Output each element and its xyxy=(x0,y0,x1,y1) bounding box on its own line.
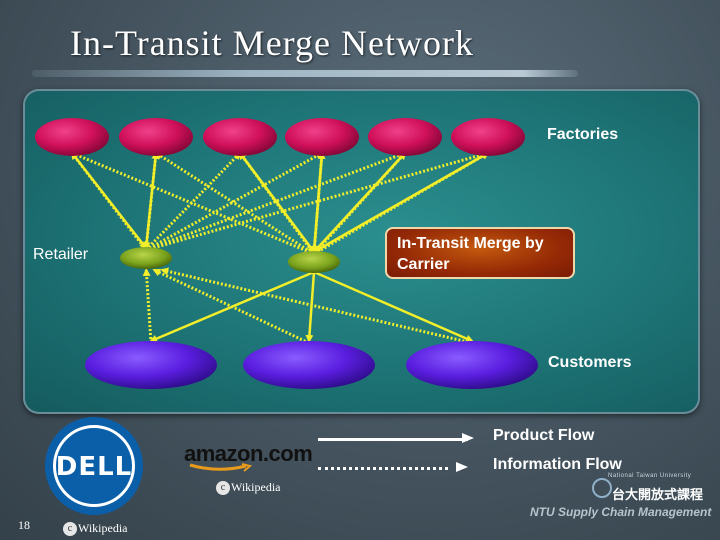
information-flow-arrow xyxy=(154,151,315,256)
information-flow-line xyxy=(318,467,448,470)
product-flow-arrow xyxy=(312,152,406,254)
dell-logo-ring xyxy=(53,425,135,507)
amazon-logo-text: amazon.com xyxy=(184,441,313,466)
wikipedia-icon: c xyxy=(216,481,230,496)
wikipedia-icon: c xyxy=(63,522,77,537)
product-flow-arrow xyxy=(142,152,158,250)
product-flow-arrow xyxy=(71,152,148,250)
retailer-label: Retailer xyxy=(33,246,89,263)
in-transit-merge-node xyxy=(288,251,340,273)
dell-logo: DELL xyxy=(48,420,140,512)
ntu-university-name: National Taiwan University xyxy=(608,473,692,479)
factory-node xyxy=(368,118,442,156)
product-flow-arrow xyxy=(305,271,316,343)
information-flow-arrow xyxy=(142,268,153,344)
title-underline xyxy=(32,70,578,77)
factory-node xyxy=(119,118,193,156)
information-flow-arrowhead xyxy=(456,462,468,472)
factory-node xyxy=(35,118,109,156)
customers-label: Customers xyxy=(548,354,632,371)
merge-callout-line2: Carrier xyxy=(397,256,450,273)
course-name-footer: NTU Supply Chain Management xyxy=(530,505,712,519)
amazon-smile-icon xyxy=(189,463,253,472)
slide-title: In-Transit Merge Network xyxy=(70,23,474,63)
ntu-emblem-icon xyxy=(592,478,612,498)
information-flow-arrow xyxy=(160,267,473,345)
product-flow-label: Product Flow xyxy=(493,427,595,444)
customer-node xyxy=(406,341,538,389)
dell-logo-text: DELL xyxy=(55,452,133,482)
information-flow-arrow xyxy=(145,151,324,252)
amazon-logo: amazon.com xyxy=(184,441,313,472)
information-flow-arrow xyxy=(144,151,242,252)
factory-node xyxy=(285,118,359,156)
page-number: 18 xyxy=(18,518,30,532)
ntu-open-course-name: 台大開放式課程 xyxy=(612,488,704,503)
wikipedia-credit-2-text: Wikipedia xyxy=(78,521,128,535)
product-flow-arrowhead xyxy=(462,433,474,443)
factory-node xyxy=(451,118,525,156)
in-transit-merge-callout: In-Transit Merge by Carrier xyxy=(385,227,575,279)
product-flow-arrow xyxy=(310,152,324,254)
product-flow-line xyxy=(318,438,468,441)
information-flow-label: Information Flow xyxy=(493,456,622,473)
wikipedia-credit-1-text: Wikipedia xyxy=(231,480,281,494)
factories-label: Factories xyxy=(547,126,619,143)
in-transit-merge-node xyxy=(120,247,172,269)
product-flow-arrow xyxy=(149,270,315,343)
customer-node xyxy=(85,341,217,389)
product-flow-arrow xyxy=(238,152,316,254)
factory-node xyxy=(203,118,277,156)
merge-callout-line1: In-Transit Merge by xyxy=(397,235,544,252)
product-flow-arrow xyxy=(313,270,474,343)
customer-node xyxy=(243,341,375,389)
product-flow-arrow xyxy=(312,151,489,254)
